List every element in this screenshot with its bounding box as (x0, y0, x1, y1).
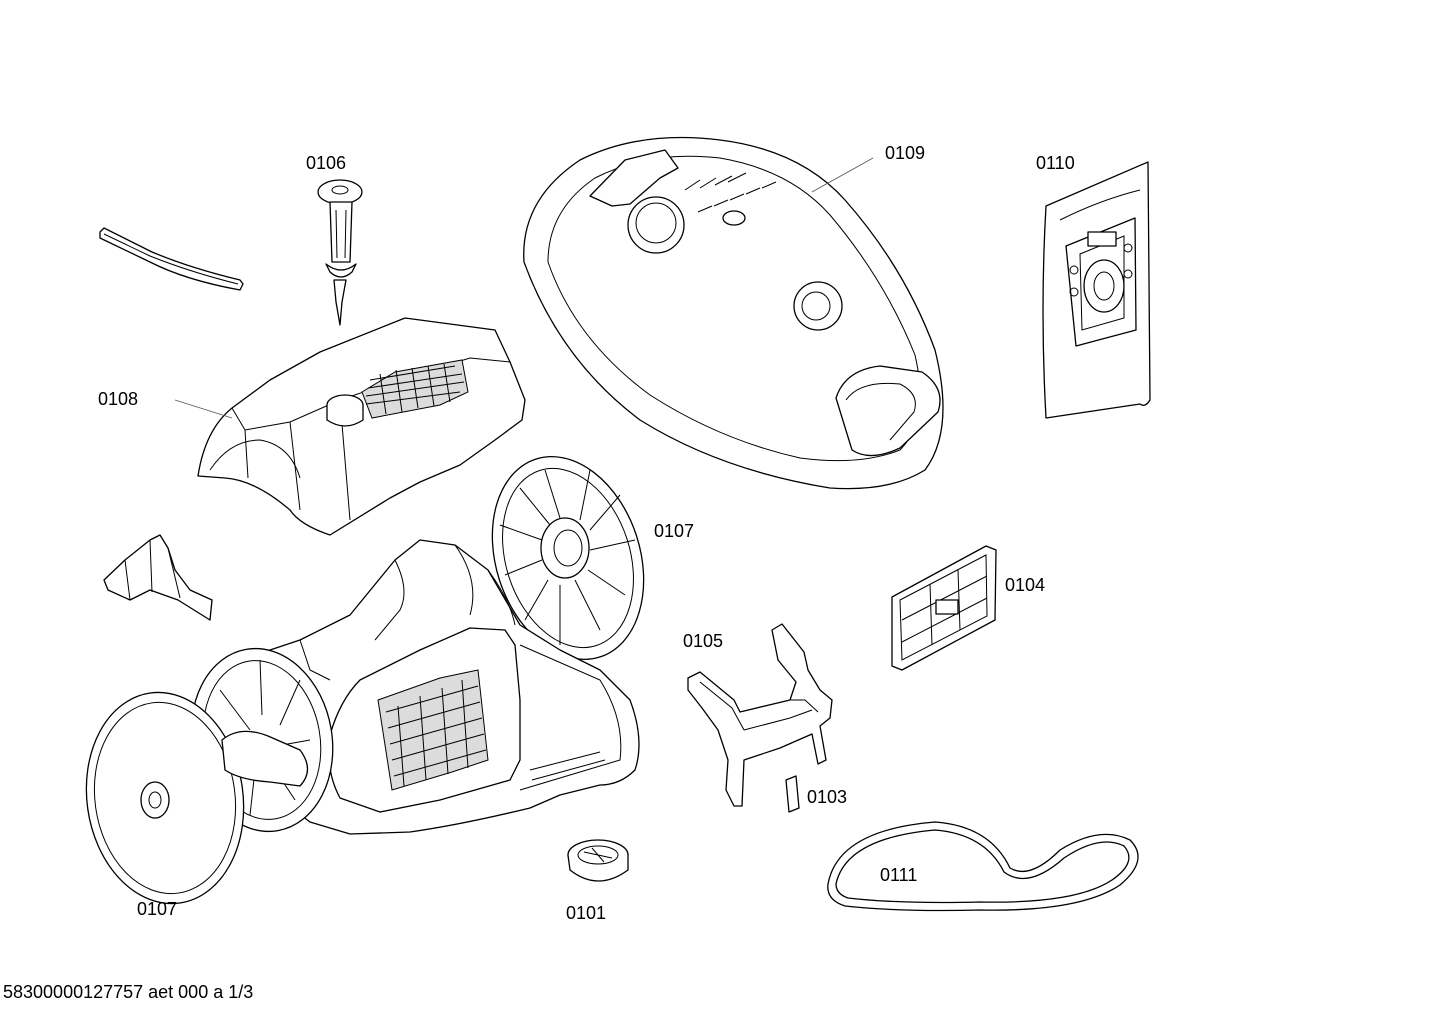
part-label-0106: 0106 (306, 153, 347, 173)
bracket-piece (103, 534, 213, 621)
part-0105-frame (687, 623, 833, 807)
rubber-strip (99, 227, 244, 291)
part-0103-clip (785, 775, 800, 813)
part-0108-upper-housing (197, 317, 526, 536)
part-0104-filter (891, 545, 997, 671)
part-0106-pin (317, 179, 363, 326)
part-label-0108: 0108 (98, 389, 139, 409)
part-0111-belt (827, 821, 1139, 912)
part-label-0101: 0101 (566, 903, 607, 923)
part-0109-top-cover (523, 136, 944, 490)
document-footer-code: 58300000127757 aet 000 a 1/3 (3, 982, 254, 1002)
part-label-0105: 0105 (683, 631, 724, 651)
part-label-0103: 0103 (807, 787, 848, 807)
part-0101-cap (567, 839, 629, 882)
main-body-chassis (237, 539, 640, 835)
part-label-0104: 0104 (1005, 575, 1046, 595)
part-0110-dust-bag (1042, 161, 1151, 419)
part-0107-wheel-front (85, 647, 334, 905)
part-label-0107-rear: 0107 (654, 521, 695, 541)
part-label-0107-front: 0107 (137, 899, 178, 919)
part-label-0109: 0109 (885, 143, 926, 163)
part-label-0111: 0111 (880, 865, 918, 885)
part-label-0110: 0110 (1036, 153, 1075, 173)
part-0107-wheel-rear (491, 455, 645, 661)
